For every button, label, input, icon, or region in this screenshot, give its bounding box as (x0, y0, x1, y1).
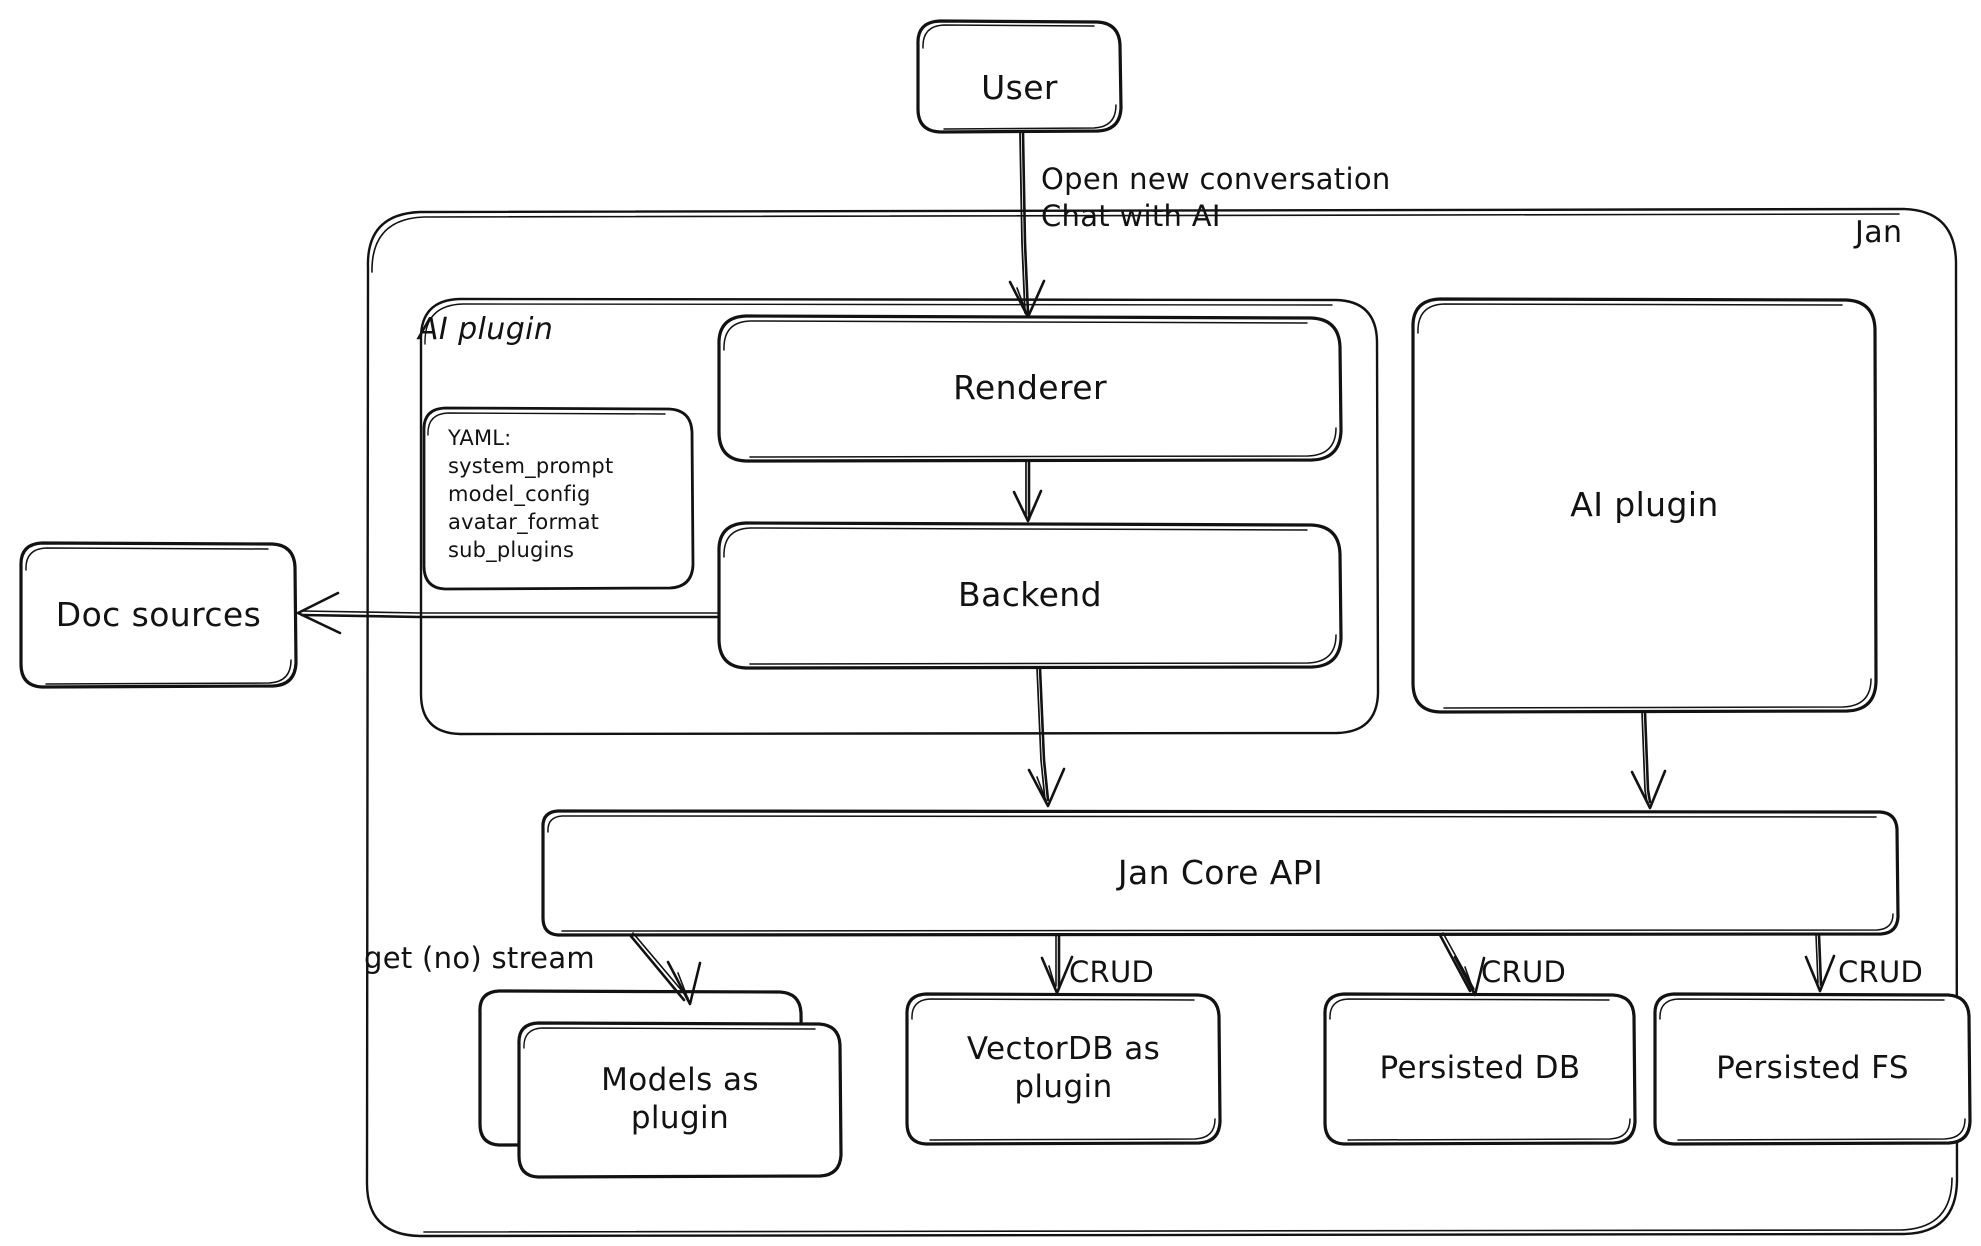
container-jan-outline (365, 207, 1959, 1238)
edge-label-get-no-stream: get (no) stream (364, 941, 595, 975)
node-ai-plugin-right-outline (1411, 297, 1878, 714)
container-ai-plugin-group-outline (419, 297, 1380, 736)
node-vectordb-outline (905, 992, 1222, 1146)
edge-backend-to-doc-sources (296, 591, 721, 635)
node-persisted-fs-outline (1653, 992, 1972, 1146)
node-user-outline (916, 19, 1123, 134)
node-models-outline (478, 989, 843, 1179)
edge-label-crud-persisted-fs: CRUD (1838, 955, 1924, 989)
edge-jan-core-api-to-vectordb (1040, 933, 1074, 995)
container-tag-ai-plugin: AI plugin (418, 312, 554, 347)
edge-jan-core-api-to-models (628, 932, 702, 1006)
edge-label-user-to-renderer: Open new conversation Chat with AI (1041, 162, 1391, 234)
container-tag-jan: Jan (1855, 215, 1903, 250)
edge-jan-core-api-to-persisted-db (1438, 932, 1486, 997)
node-jan-core-api-outline (541, 809, 1900, 937)
node-yaml-note-outline (422, 406, 695, 591)
edge-jan-core-api-to-persisted-fs (1804, 933, 1836, 993)
node-doc-sources-outline (19, 541, 298, 689)
node-backend-outline (717, 521, 1343, 670)
node-persisted-db-outline (1323, 992, 1637, 1146)
edge-backend-to-jan-core-api (1027, 666, 1066, 808)
edge-renderer-to-backend (1012, 459, 1043, 523)
edge-user-to-renderer (1008, 131, 1046, 319)
edge-label-crud-persisted-db: CRUD (1481, 955, 1567, 989)
edge-ai-plugin-to-jan-core-api (1630, 710, 1667, 810)
edge-label-crud-vectordb: CRUD (1069, 955, 1155, 989)
yaml-note-text: YAML: system_prompt model_config avatar_… (448, 426, 614, 562)
node-renderer-outline (717, 314, 1343, 463)
